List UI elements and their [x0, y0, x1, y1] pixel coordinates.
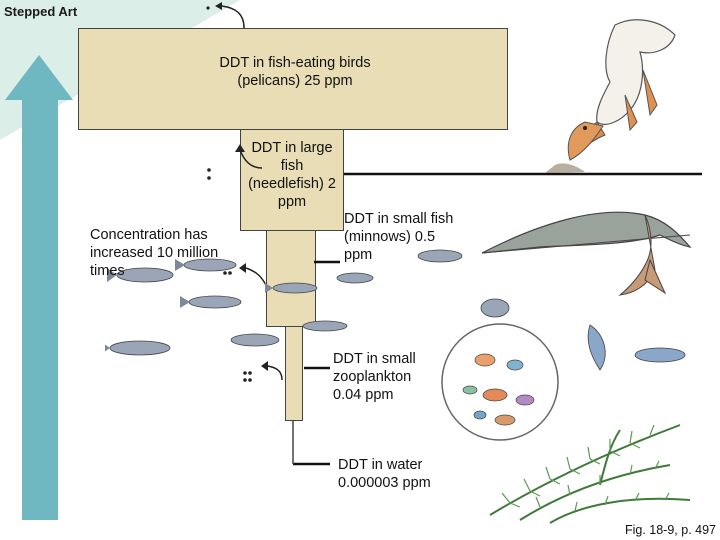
- concentration-arrow-icon: [5, 55, 73, 520]
- aquatic-plant-icon: [489, 424, 691, 524]
- zooplankton-circle-icon: [441, 323, 686, 441]
- needlefish-icon: [481, 211, 692, 296]
- pelican-level-block: [78, 28, 508, 130]
- minnow-level-label: DDT in small fish (minnows) 0.5 ppm: [344, 211, 454, 263]
- needlefish-level-block: [240, 129, 344, 231]
- figure-reference: Fig. 18-9, p. 497: [624, 523, 716, 537]
- zooplankton-level-block: [285, 326, 303, 421]
- concentration-note: Concentration has increased 10 million t…: [90, 227, 219, 279]
- zooplankton-level-label: DDT in small zooplankton 0.04 ppm: [333, 351, 416, 403]
- minnow-level-block: [266, 230, 316, 327]
- water-level-label: DDT in water 0.000003 ppm: [338, 457, 431, 491]
- header-label: Stepped Art: [4, 4, 78, 19]
- curved-arrow-icon: [221, 5, 283, 381]
- minnow-school-icon: [105, 249, 510, 356]
- needlefish-level-label: DDT in large fish (needlefish) 2 ppm: [248, 140, 336, 210]
- pelican-level-label: DDT in fish-eating birds (pelicans) 25 p…: [219, 55, 371, 89]
- pelican-icon: [545, 19, 676, 173]
